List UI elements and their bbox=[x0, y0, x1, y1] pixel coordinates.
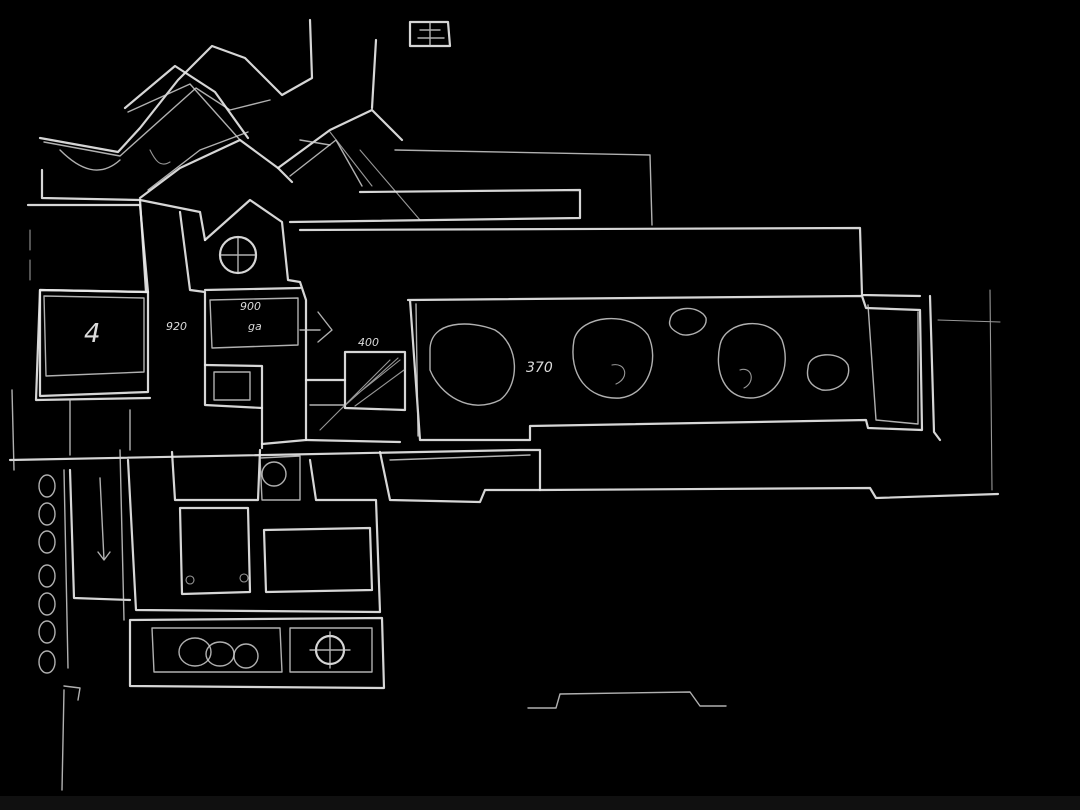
bottom-band bbox=[0, 796, 1080, 810]
dimension-top-2: ga bbox=[248, 320, 262, 333]
lower-left-block bbox=[68, 448, 386, 690]
top-symbol bbox=[408, 20, 452, 48]
dimension-pool: 370 bbox=[526, 360, 553, 376]
angled-wing bbox=[38, 18, 653, 226]
pool-terrace bbox=[406, 289, 1001, 491]
dimension-right: 400 bbox=[358, 336, 379, 349]
left-rooms bbox=[26, 198, 264, 456]
bottom-outline bbox=[527, 691, 727, 709]
central-core bbox=[203, 188, 922, 450]
circle-column bbox=[38, 469, 81, 791]
lower-bands bbox=[8, 389, 1000, 504]
stair-block bbox=[304, 350, 407, 444]
room-number-label: 4 bbox=[84, 319, 101, 349]
dimension-top-1: 900 bbox=[240, 300, 261, 313]
dimension-left: 920 bbox=[166, 320, 187, 333]
